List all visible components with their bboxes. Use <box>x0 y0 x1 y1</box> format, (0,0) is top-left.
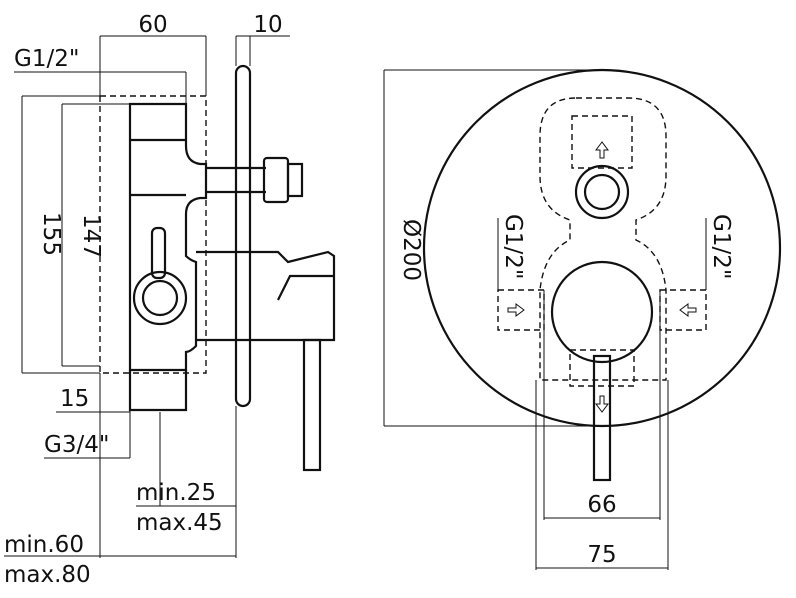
lower-port-outline <box>569 349 635 387</box>
right-inlet-outline <box>659 289 707 331</box>
diverter-knob-outer <box>574 164 630 220</box>
outlet-stub <box>128 370 188 412</box>
left-inlet-label: G1/2" <box>500 214 526 279</box>
front-view: Ø200 G1/2" G1/2" 66 75 <box>383 68 782 570</box>
depth-b-min-text: min.60 <box>4 532 84 558</box>
handle-bevel <box>277 274 334 301</box>
handle-housing <box>196 250 336 342</box>
handle-hub <box>550 260 654 364</box>
dim-height-outer-text: 155 <box>38 212 64 256</box>
depth-b-max-text: max.80 <box>4 562 91 588</box>
right-inlet-label: G1/2" <box>708 214 734 279</box>
depth-a-min-text: min.25 <box>136 480 216 506</box>
rod-nut <box>262 156 290 204</box>
dim-inner-width-text: 66 <box>587 492 616 518</box>
arrow-up-icon <box>595 141 609 159</box>
dim-diameter-text: Ø200 <box>398 219 424 281</box>
diverter-knob-inner <box>583 173 621 211</box>
arrow-down-icon <box>595 395 609 413</box>
dim-outer-width-text: 75 <box>587 542 616 568</box>
left-inlet-outline <box>497 289 545 331</box>
handle-lever <box>302 338 322 472</box>
wall-plate <box>234 64 252 408</box>
installation-box-outline <box>99 95 207 374</box>
side-view: 60 10 G1/2" 155 147 15 G3/4" min.25 <box>4 12 336 588</box>
rod-cap <box>286 162 304 198</box>
dim-height-inner-text: 147 <box>78 214 104 258</box>
arrow-left-icon <box>679 303 697 317</box>
dim-bottom-offset-text: 15 <box>60 386 89 412</box>
valve-body <box>128 102 208 372</box>
diverter-lever <box>150 226 167 280</box>
dim-plate-text: 10 <box>253 12 282 38</box>
arrow-right-icon <box>507 303 525 317</box>
diverter-knob-outer <box>132 270 188 326</box>
diverter-knob-inner <box>141 279 179 317</box>
inlet-top-label: G1/2" <box>14 46 79 72</box>
handle-lever <box>592 354 612 482</box>
dim-width-text: 60 <box>138 12 167 38</box>
depth-a-max-text: max.45 <box>136 510 223 536</box>
outlet-bottom-label: G3/4" <box>44 432 109 458</box>
valve-body-outline <box>539 97 667 381</box>
upper-port-outline <box>571 115 633 169</box>
